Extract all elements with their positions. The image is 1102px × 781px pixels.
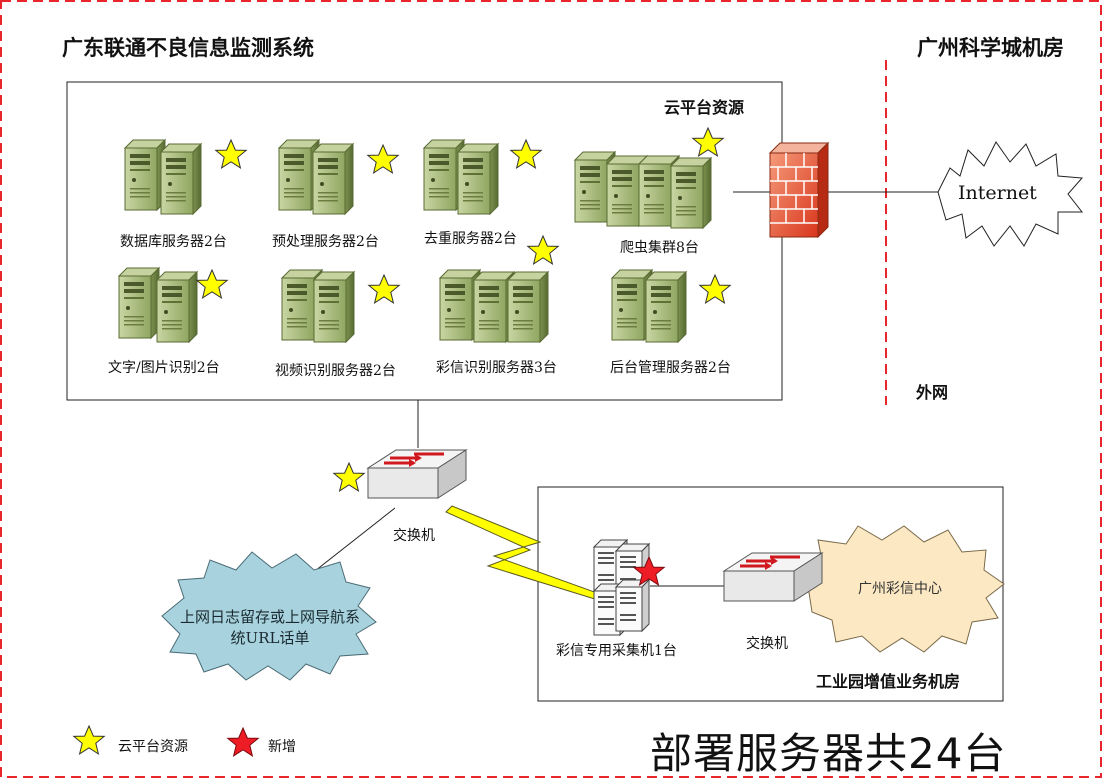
server-label-ocr: 文字/图片识别2台 <box>108 360 220 376</box>
server-label-db: 数据库服务器2台 <box>120 234 227 250</box>
legend-star-yellow <box>73 725 105 755</box>
preprocess-servers <box>278 139 354 215</box>
server-label-dedup: 去重服务器2台 <box>424 231 517 247</box>
internet-label: Internet <box>958 182 1037 204</box>
log-cloud <box>161 551 377 681</box>
main-switch-label: 交换机 <box>393 528 435 544</box>
main-switch <box>366 448 468 500</box>
mms-recognition-servers <box>439 269 549 343</box>
server-label-video: 视频识别服务器2台 <box>275 363 396 379</box>
right-switch-label: 交换机 <box>746 636 788 652</box>
video-servers <box>281 269 355 343</box>
server-label-admin: 后台管理服务器2台 <box>610 360 731 376</box>
industrial-room-label: 工业园增值业务机房 <box>816 672 961 691</box>
log-cloud-label: 上网日志留存或上网导航系统URL话单 <box>180 608 361 647</box>
dedup-servers <box>423 139 499 215</box>
page-title: 广东联通不良信息监测系统 <box>62 36 314 60</box>
summary-text: 部署服务器共24台 <box>650 729 1007 778</box>
legend-cloud-label: 云平台资源 <box>118 739 188 755</box>
firewall <box>768 141 830 239</box>
internet-cloud <box>937 141 1084 247</box>
mms-collector-label: 彩信专用采集机1台 <box>556 643 677 659</box>
cloud-platform-label: 云平台资源 <box>664 98 745 117</box>
crawler-servers <box>574 151 712 229</box>
external-network-label: 外网 <box>916 383 949 402</box>
db-servers <box>124 139 202 215</box>
ocr-servers <box>118 267 198 343</box>
server-label-mms-recognition: 彩信识别服务器3台 <box>436 360 557 376</box>
server-label-crawler: 爬虫集群8台 <box>620 240 699 256</box>
admin-servers <box>611 269 687 343</box>
mms-center-cloud <box>807 525 1005 653</box>
server-label-preprocess: 预处理服务器2台 <box>272 234 379 250</box>
legend-new-label: 新增 <box>268 739 296 755</box>
room-title: 广州科学城机房 <box>917 36 1064 60</box>
mms-collector <box>593 539 650 636</box>
star-switch <box>333 462 365 492</box>
legend-star-red <box>227 727 259 757</box>
cloud-platform-box <box>66 81 783 401</box>
mms-center-label: 广州彩信中心 <box>858 581 942 597</box>
